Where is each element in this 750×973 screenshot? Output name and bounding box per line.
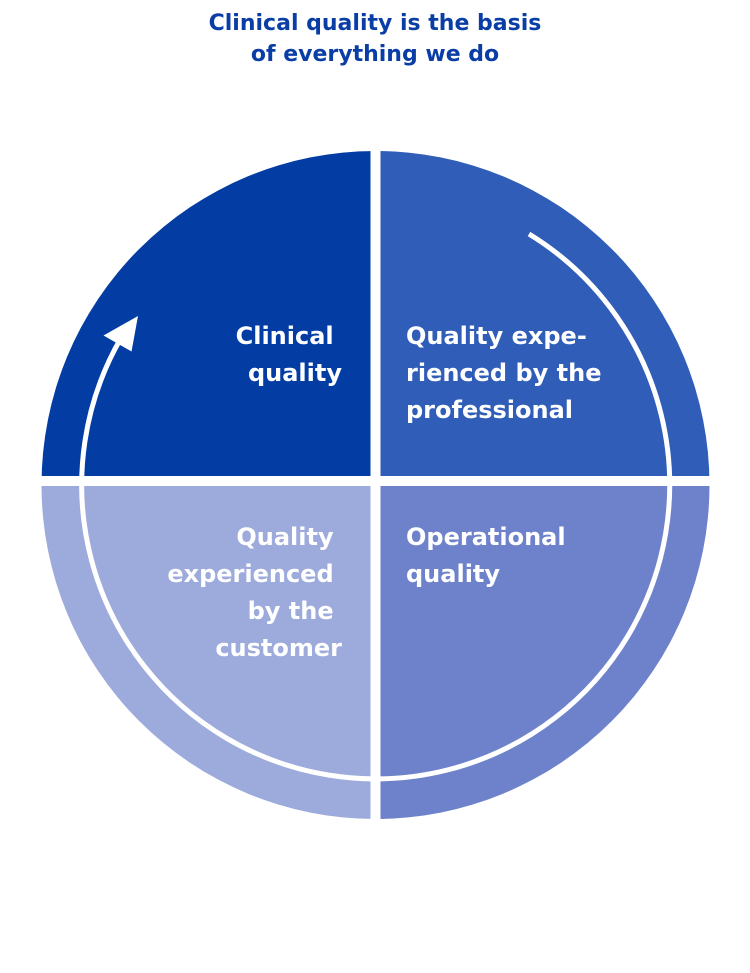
arrowhead-icon <box>103 316 138 352</box>
label-operational-quality: Operational quality <box>406 523 574 588</box>
quadrant-customer <box>41 485 376 819</box>
diagram-title: Clinical quality is the basis of everyth… <box>0 8 750 70</box>
label-quality-customer: Quality experienced by the customer <box>167 523 342 662</box>
label-clinical-quality: Clinical quality <box>236 322 343 387</box>
title-line-2: of everything we do <box>250 42 500 67</box>
quadrant-professional <box>375 151 710 485</box>
cycle-arrow-arc <box>79 231 673 782</box>
quadrant-clinical <box>41 151 376 485</box>
quadrant-operational <box>375 485 710 820</box>
title-line-1: Clinical quality is the basis <box>208 11 542 36</box>
label-quality-professional: Quality expe- rienced by the professiona… <box>406 322 610 424</box>
